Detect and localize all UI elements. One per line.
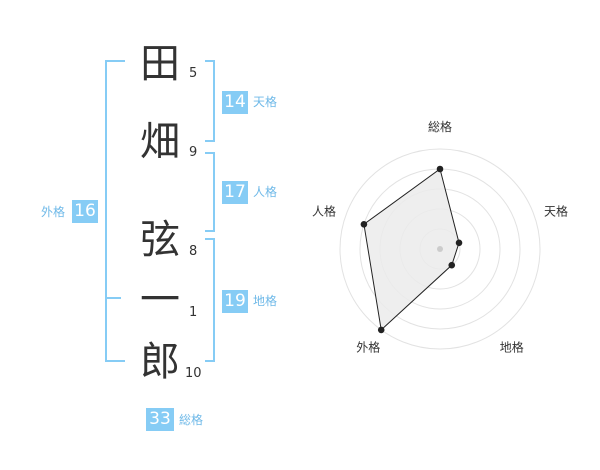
- tenkaku-value-badge: 14: [222, 91, 248, 114]
- name-character-2: 畑: [140, 119, 180, 165]
- radar-data-polygon: [363, 168, 460, 331]
- radar-point: [455, 239, 463, 247]
- radar-axis-label: 総格: [428, 119, 452, 134]
- gaikaku-value-badge: 16: [72, 200, 98, 223]
- jinkaku-label: 人格: [253, 185, 278, 199]
- jinkaku-value-badge: 17: [222, 181, 248, 204]
- stroke-count-5: 10: [185, 366, 202, 381]
- radar-axis-label: 人格: [312, 203, 336, 218]
- soukaku-label: 総格: [179, 413, 204, 427]
- name-character-3: 弦: [140, 217, 180, 263]
- chikaku-label: 地格: [253, 294, 278, 308]
- chikaku-bracket: [205, 238, 215, 362]
- radar-axis-label: 外格: [356, 340, 380, 355]
- radar-points: [360, 165, 463, 334]
- gaikaku-bracket-divider: [107, 297, 121, 299]
- radar-center-dot: [437, 246, 443, 252]
- gaikaku-bracket: [105, 60, 125, 362]
- radar-axis-label: 地格: [500, 340, 524, 355]
- radar-point: [377, 326, 385, 334]
- name-character-4: 一: [140, 277, 180, 323]
- stroke-count-1: 5: [189, 66, 198, 81]
- radar-point: [448, 261, 456, 269]
- stroke-count-2: 9: [189, 145, 198, 160]
- gaikaku-label: 外格: [41, 205, 66, 219]
- soukaku-value-badge: 33: [146, 408, 174, 431]
- radar-point: [436, 165, 444, 173]
- radar-point: [360, 220, 368, 228]
- tenkaku-bracket: [205, 60, 215, 142]
- tenkaku-label: 天格: [253, 95, 278, 109]
- stroke-count-4: 1: [189, 305, 198, 320]
- name-character-1: 田: [140, 41, 180, 87]
- jinkaku-bracket: [205, 152, 215, 232]
- radar-axis-label: 天格: [544, 203, 568, 218]
- name-character-5: 郎: [140, 339, 180, 385]
- stroke-count-3: 8: [189, 244, 198, 259]
- chikaku-value-badge: 19: [222, 290, 248, 313]
